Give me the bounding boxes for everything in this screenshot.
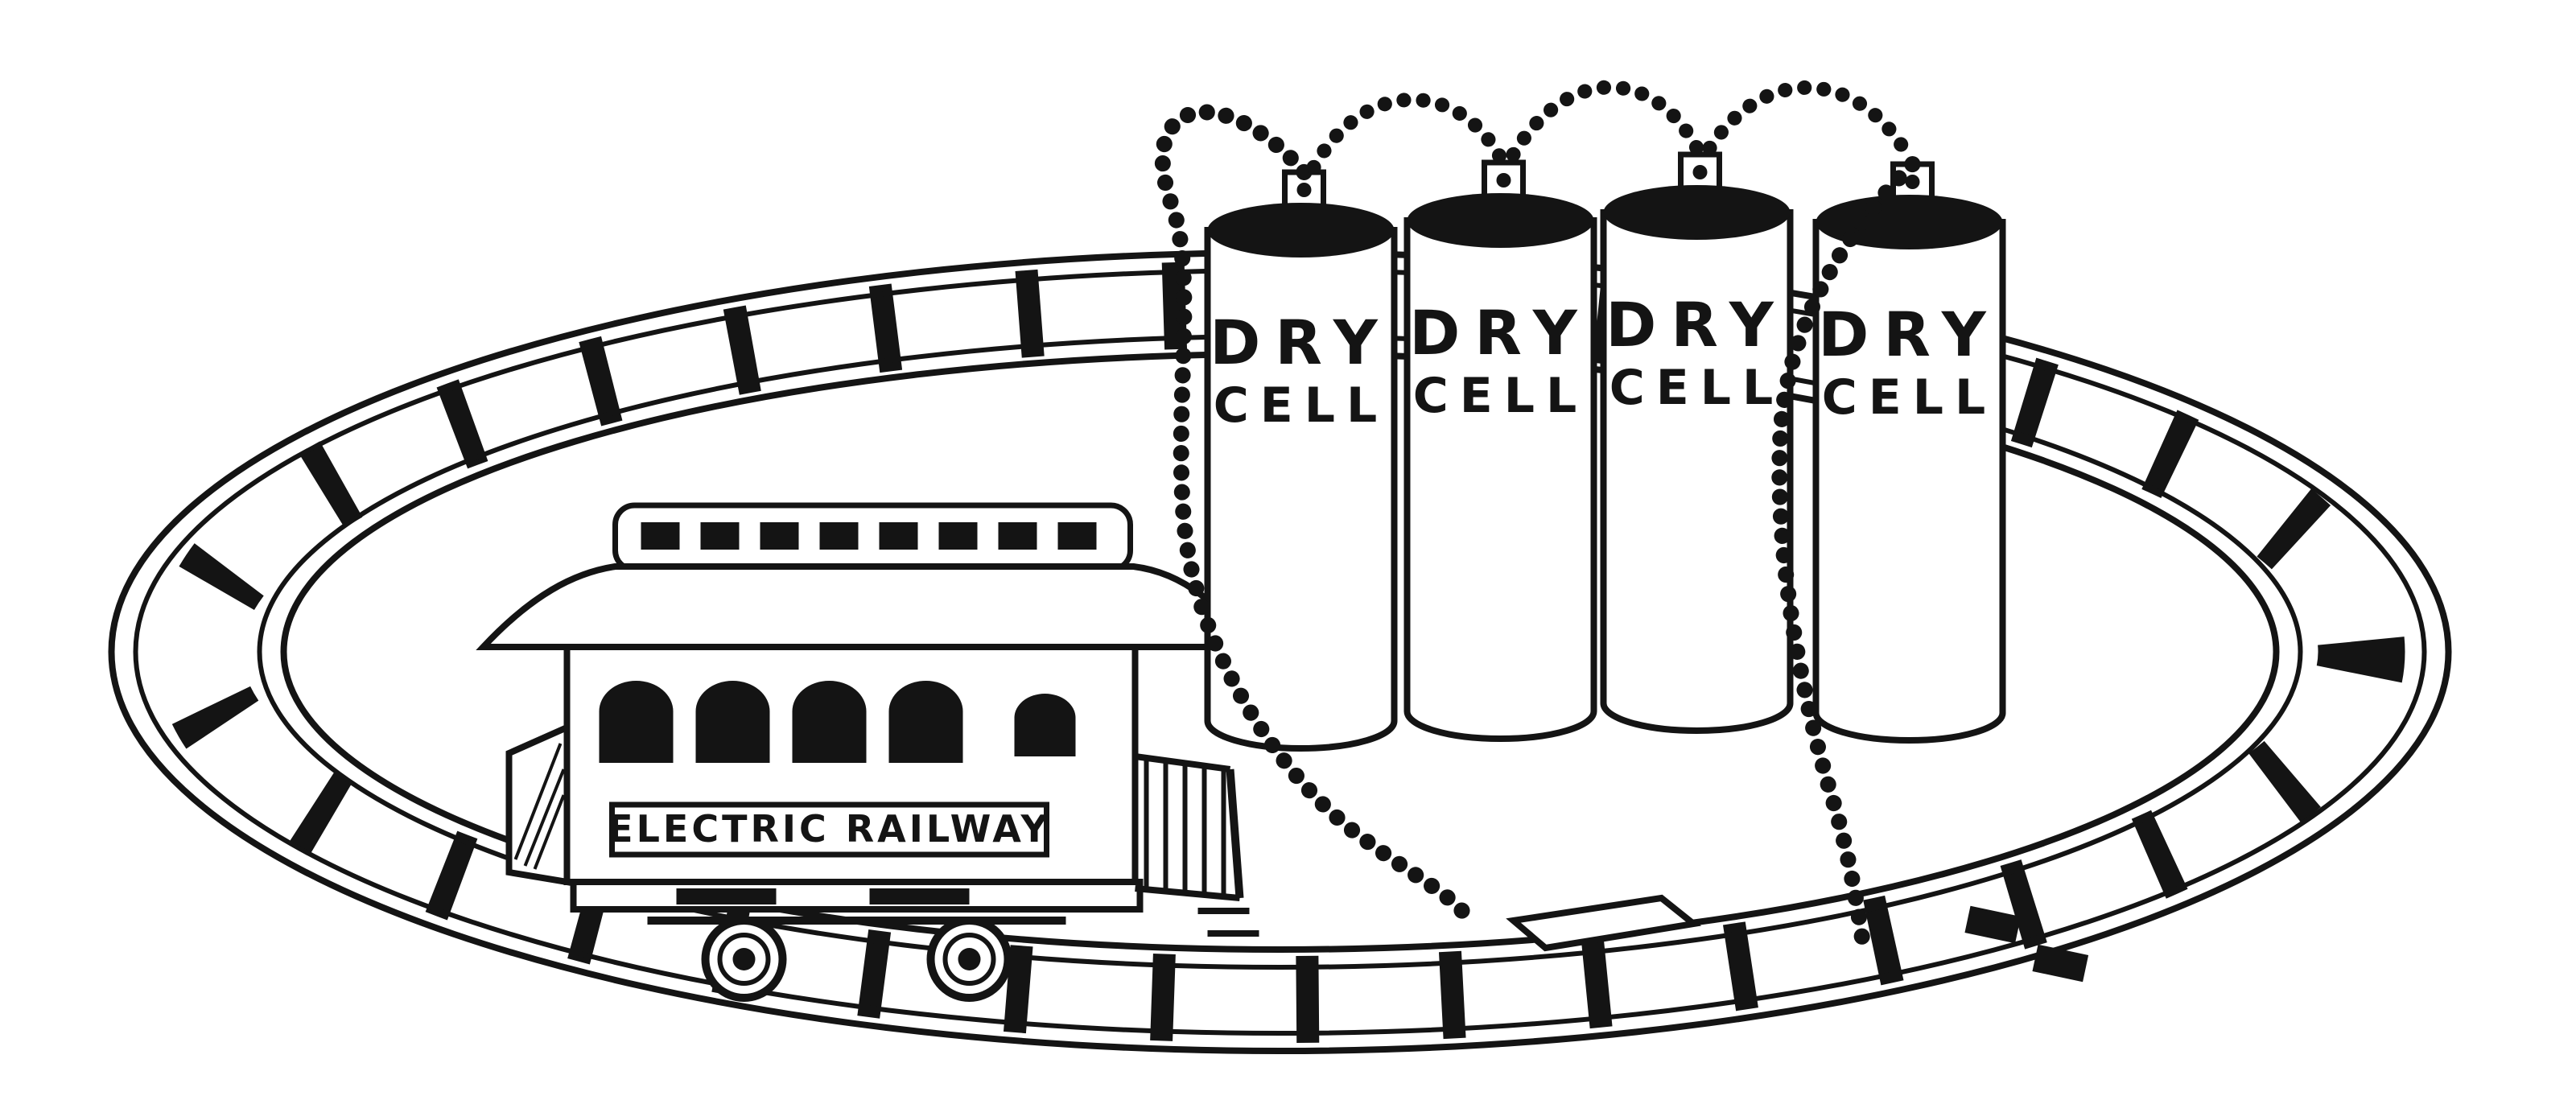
dry-cell-4: DRY CELL (1812, 161, 2006, 744)
dry-cell-label-line2: CELL (1822, 369, 1997, 426)
track-connector-plate (1506, 894, 1702, 952)
trolley-sign-board (609, 801, 1049, 858)
wire-cell1-to-track (1154, 104, 1473, 922)
dry-cell-label-line2: CELL (1214, 377, 1388, 434)
wire-cell2-to-cell3 (1506, 80, 1704, 162)
dry-cell-label-line1: DRY (1605, 289, 1787, 361)
platform-corner-post (1226, 768, 1244, 899)
underframe-box (676, 888, 777, 904)
trolley-side-windows (599, 681, 1076, 763)
wire-cell3-to-cell4 (1702, 80, 1917, 165)
dry-cells: DRY CELL DRY CELL DRY CELL DRY (1204, 151, 2006, 752)
connecting-wires (1154, 80, 1921, 961)
trolley-window (1014, 694, 1076, 756)
dry-cell-label-line1: DRY (1210, 307, 1391, 378)
trolley-underframe (570, 879, 1144, 913)
trolley-wheel-rim (717, 933, 771, 986)
dry-cell-body (1403, 217, 1597, 742)
connector-block (2032, 944, 2089, 983)
trolley-window (695, 681, 770, 763)
trolley-wheel-hub (958, 948, 981, 970)
dry-cell-cap (1407, 193, 1594, 248)
track-connector-blocks (1964, 905, 2089, 983)
trolley-window (888, 681, 963, 763)
connector-block (1964, 905, 2022, 944)
trolley-window (792, 681, 867, 763)
dry-cell-cap (1207, 203, 1395, 258)
wire-cell4-to-track (1771, 156, 1921, 961)
dry-cell-label-line1: DRY (1409, 297, 1591, 369)
dry-cell-cap (1816, 195, 2003, 249)
terminal-screw (1496, 173, 1511, 187)
terminal-screw (1296, 183, 1312, 197)
trolley-sign: ELECTRIC RAILWAY (608, 801, 1051, 858)
dry-cell-1: DRY CELL (1204, 169, 1398, 752)
dry-cell-label-line2: CELL (1609, 360, 1784, 416)
trolley-car: ELECTRIC RAILWAY (476, 502, 1259, 1002)
underframe-box (869, 888, 970, 904)
trolley-roof (476, 563, 1254, 650)
dry-cell-cap (1603, 185, 1791, 240)
dry-cell-body (1600, 209, 1794, 734)
trolley-wheels (647, 917, 1066, 1002)
track-ties (155, 261, 2405, 1043)
trolley-window (599, 681, 674, 763)
dry-cell-body (1812, 219, 2006, 744)
platform-railing-bars (1144, 758, 1226, 896)
wire-cell1-to-cell2 (1306, 92, 1508, 175)
dry-cell-body (1204, 227, 1398, 752)
dry-cell-label-line2: CELL (1413, 368, 1588, 424)
trolley-wheel-rim (942, 933, 996, 986)
trolley-wheel-hub (732, 948, 756, 970)
terminal-screw (1692, 165, 1708, 179)
platform-steps (1197, 908, 1259, 937)
terminal-screw (1905, 175, 1920, 189)
trolley-front-platform (1134, 753, 1259, 937)
dry-cell-2: DRY CELL (1403, 159, 1597, 742)
dry-cell-3: DRY CELL (1600, 151, 1794, 734)
rear-platform-hatch (513, 743, 566, 870)
trolley-sign-label: ELECTRIC RAILWAY (608, 807, 1051, 851)
trolley-clerestory (612, 502, 1133, 573)
dry-cell-label-line1: DRY (1818, 299, 2000, 370)
